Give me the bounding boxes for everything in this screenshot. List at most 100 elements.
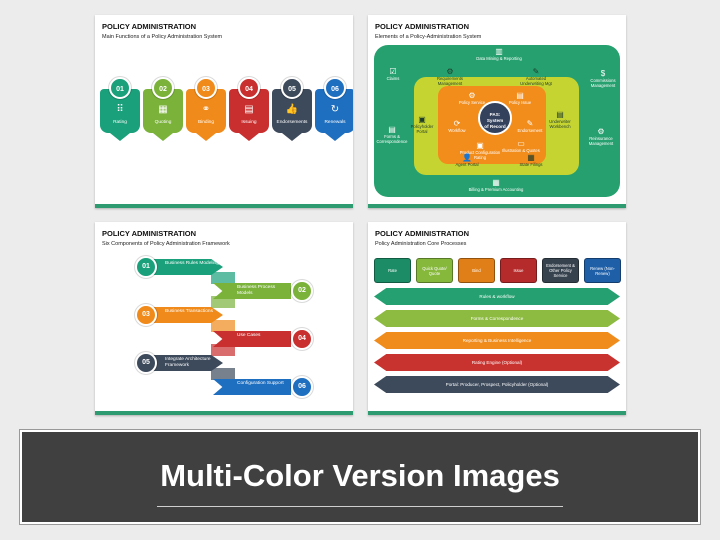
component-connector [211,344,235,356]
element-label: State Filings [519,162,543,167]
element-item[interactable]: ▤Policy Issue [502,91,538,105]
element-item[interactable]: ▣Product Configuration Rating [458,141,502,160]
capability-band[interactable]: Rules & workflow [374,288,620,305]
element-item[interactable]: ✎Endorsement [512,119,548,133]
workbench-icon: ▤ [556,110,564,119]
element-item[interactable]: ▭Illustration & Quotes [502,139,540,153]
quotes-icon: ▭ [517,139,525,148]
element-item[interactable]: ▥Data Mining & Reporting [476,47,522,61]
element-item[interactable]: ▤Forms & Correspondence [374,125,410,144]
element-label: Endorsement [517,128,543,133]
component-bar: Business Process Models [213,283,291,299]
core-line-2: System [486,118,504,123]
capability-band[interactable]: Portal: Producer, Prospect, Policyholder… [374,376,620,393]
link-icon: ⚭ [201,104,211,115]
element-item[interactable]: ☑Claims [378,67,408,81]
element-label: Illustration & Quotes [502,148,540,153]
slide-components[interactable]: POLICY ADMINISTRATION Six Components of … [95,222,353,415]
element-item[interactable]: ▤Underwriter Workbench [544,110,576,129]
agent-icon: 👤 [462,153,472,162]
process-box[interactable]: Issue [500,258,537,283]
slide-title: POLICY ADMINISTRATION [375,22,470,31]
element-item[interactable]: ⚙Policy Service [452,91,492,105]
function-label: Issuing [241,120,257,125]
process-label: Endorsement & Other Policy Service [546,263,575,278]
component-number: 04 [291,328,313,350]
process-box[interactable]: Renew (Non-Renew) [584,258,621,283]
component-bar: Configuration Support [213,379,291,395]
slide-core-processes[interactable]: POLICY ADMINISTRATION Policy Administrat… [368,222,626,415]
band-label: Forms & Correspondence [470,316,524,321]
process-label: Issue [513,268,524,273]
function-label: Quoting [154,120,172,125]
element-label: Policyholder Portal [410,124,434,134]
banner-underline [157,506,563,507]
slide-subtitle: Elements of a Policy-Administration Syst… [375,34,482,40]
banner: Multi-Color Version Images [19,429,701,525]
component-connector [211,272,235,284]
element-item[interactable]: ⟳Workflow [444,119,470,133]
process-label: Quick Quote/ Quote [422,265,447,276]
function-number: 03 [195,77,217,99]
component-number: 05 [135,352,157,374]
function-tail [153,133,173,141]
element-label: Policy Service [458,100,486,105]
function-tail [110,133,130,141]
process-box[interactable]: Rate [374,258,411,283]
process-box[interactable]: Endorsement & Other Policy Service [542,258,579,283]
element-item[interactable]: ▦Billing & Premium Accounting [468,178,524,192]
component-number: 02 [291,280,313,302]
component-number: 06 [291,376,313,398]
function-tail [239,133,259,141]
element-item[interactable]: ✎Automated Underwriting Mgt [514,67,558,86]
component-bar: Business Transactions [145,307,223,323]
capability-band[interactable]: Forms & Correspondence [374,310,620,327]
document-pen-icon: ✎ [532,67,540,76]
function-number: 02 [152,77,174,99]
process-box[interactable]: Bind [458,258,495,283]
component-connector [211,320,235,332]
slide-subtitle: Policy Administration Core Processes [375,241,467,247]
element-item[interactable]: $Commissions Management [586,69,620,88]
process-box[interactable]: Quick Quote/ Quote [416,258,453,283]
element-item[interactable]: ▦State Filings [516,153,546,167]
element-label: Policy Issue [508,100,532,105]
calculator-icon: ▦ [158,104,168,115]
component-connector [211,368,235,380]
band-label: Portal: Producer, Prospect, Policyholder… [445,382,549,387]
function-tail [282,133,302,141]
slide-subtitle: Main Functions of a Policy Administratio… [102,34,223,40]
component-number: 01 [135,256,157,278]
capability-band[interactable]: Rating Engine (Optional) [374,354,620,371]
element-item[interactable]: 👤Agent Portal [452,153,482,167]
element-item[interactable]: ⚙Reinsurance Management [582,127,620,146]
element-label: Data Mining & Reporting [476,56,522,61]
component-item[interactable]: Business Rules Modeling 01 [135,256,235,278]
component-bar: Business Rules Modeling [145,259,223,275]
slide-main-functions[interactable]: POLICY ADMINISTRATION Main Functions of … [95,15,353,208]
function-label: Renewals [324,120,346,125]
slide-elements[interactable]: POLICY ADMINISTRATION Elements of a Poli… [368,15,626,208]
slide-subtitle: Six Components of Policy Administration … [102,241,230,247]
capability-band[interactable]: Reporting & Business Intelligence [374,332,620,349]
element-item[interactable]: ⚙Requirements Management [430,67,470,86]
checklist-icon: ☑ [389,67,397,76]
component-item[interactable]: Business Process Models 02 [213,280,313,302]
element-label: Forms & Correspondence [376,134,408,144]
function-tail [196,133,216,141]
component-label: Business Rules Modeling [165,261,219,266]
component-label: Business Process Models [237,285,276,296]
function-number: 05 [281,77,303,99]
workflow-icon: ⟳ [453,119,461,128]
filings-icon: ▦ [527,153,535,162]
element-label: Product Configuration Rating [459,150,501,160]
issue-icon: ▤ [516,91,524,100]
element-item[interactable]: ▣Policyholder Portal [408,115,436,134]
process-label: Bind [472,268,481,273]
component-number: 03 [135,304,157,326]
